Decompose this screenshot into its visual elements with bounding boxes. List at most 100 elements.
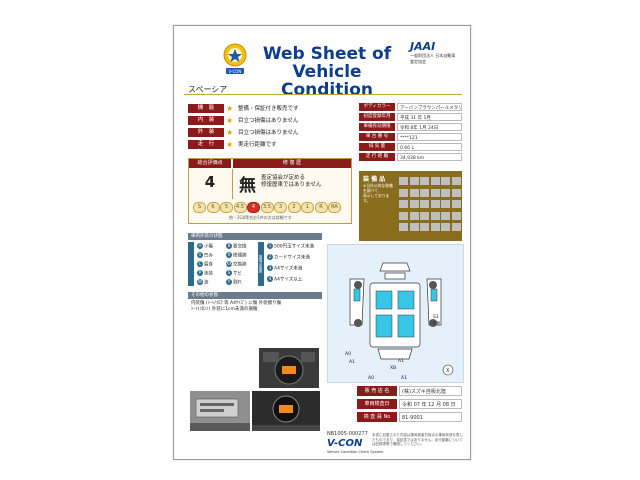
vehicle-damage-diagram: S1 内側 A0 A1 A1 XB A0 A1 X xyxy=(327,244,464,383)
repair-header: 修 復 歴 xyxy=(233,159,351,168)
legend-icon: S xyxy=(226,270,232,276)
spec-row: 走 行 距 離 34,938 km xyxy=(359,153,462,162)
grade-dot-selected: 4 xyxy=(247,202,260,213)
status-label: 機 能 xyxy=(188,104,224,113)
grade-caption: 他・2Gb等合計5件の方は詳細です xyxy=(229,215,292,220)
status-value: 整備・保証付き販売です xyxy=(238,106,299,112)
legend-title: 車両外装の状態 xyxy=(188,233,322,240)
grade-dot: 6 xyxy=(206,202,220,213)
size-label: 500円玉サイズ未満 xyxy=(274,244,314,250)
legend-label: 割れ xyxy=(233,280,242,286)
equipment-cell xyxy=(420,211,429,220)
legend-label: サビ xyxy=(233,271,242,277)
diagram-side-window-l xyxy=(353,288,361,302)
equipment-cell xyxy=(399,200,408,208)
inspector-label: 検 査 員 No xyxy=(357,412,397,422)
star-icon: ★ xyxy=(226,116,234,125)
x-mark-circle xyxy=(442,364,454,376)
legend-icon: P xyxy=(197,270,203,276)
label-s1: S1 xyxy=(433,314,439,320)
legend-label: 修理跡 xyxy=(233,253,247,259)
legend-label: 腐食 xyxy=(204,262,213,268)
repair-kanji: 無 xyxy=(239,176,256,196)
star-icon: ★ xyxy=(226,128,234,137)
grade-dot: 5 xyxy=(220,202,233,213)
equipment-cell xyxy=(430,188,440,197)
grade-dot: 1 xyxy=(301,202,314,213)
meter2-photo-art xyxy=(252,391,320,431)
equipment-cell xyxy=(399,177,408,185)
status-row: 走 行 ★ 実走行距離です xyxy=(188,140,338,150)
other-condition-box: その他の状態 内装傷 (ｼｰﾄ/ﾌﾛｱ 等 A4ｻｲｽﾞ) に傷 外装擦り傷 ｼ… xyxy=(188,292,322,340)
legend-label: 凹み xyxy=(204,253,213,259)
wheel-icon xyxy=(354,319,362,327)
divider xyxy=(184,94,462,95)
equipment-cell xyxy=(441,223,450,231)
size-label: A4サイズ以上 xyxy=(274,277,303,283)
score-divider xyxy=(232,169,233,199)
diagram-hood xyxy=(384,272,406,280)
inspector-row: 検 査 員 No 81-9001 xyxy=(357,412,462,423)
spec-row: 排 気 量 0.66 L xyxy=(359,143,462,152)
spec-row: 車検有効期限 令和 8年 1月 24日 xyxy=(359,123,462,132)
status-value: 目立つ損傷はありません xyxy=(238,118,299,124)
inspection-date-value: 令和 07 年 12 月 08 日 xyxy=(399,399,462,409)
equipment-cell xyxy=(451,188,461,197)
legend-side-label xyxy=(188,242,194,286)
label-a1-left: A1 xyxy=(349,359,355,365)
equipment-cell xyxy=(420,188,429,197)
diagram-left-side xyxy=(349,278,365,326)
size-title: 損傷の程度 xyxy=(258,242,264,286)
equipment-cell xyxy=(451,177,461,185)
grade-dot: R xyxy=(314,202,328,213)
legend-icon: XX xyxy=(226,261,232,267)
plate-photo-art xyxy=(190,391,250,431)
legend-icon: X xyxy=(226,252,232,258)
spec-label: 走 行 距 離 xyxy=(359,153,395,161)
interior-photo-plate xyxy=(190,391,250,431)
equipment-cell xyxy=(441,188,450,197)
equipment-cell xyxy=(399,211,408,220)
equipment-cell xyxy=(441,211,450,220)
inspection-date-row: 車両検査日 令和 07 年 12 月 08 日 xyxy=(357,399,462,410)
other-text-2: ｼｰﾄ(ﾌﾛﾝﾄ) 外装に1cm未満の損傷 xyxy=(191,307,258,312)
size-icon: 1 xyxy=(267,243,273,249)
star-icon: ★ xyxy=(226,104,234,113)
grade-dot: 3 xyxy=(274,202,287,213)
spec-value: ****121 xyxy=(397,133,462,141)
jaai-org-name: 一般財団法人 日本自動車査定協会 xyxy=(410,53,456,64)
grade-dot: 3.5 xyxy=(260,202,274,213)
legend-icon: A xyxy=(197,243,203,249)
score-header: 総合評価点 xyxy=(189,159,231,168)
spec-value: 34,938 km xyxy=(397,153,462,161)
status-row: 外 装 ★ 目立つ損傷はありません xyxy=(188,128,338,138)
diagram-window-rr xyxy=(397,314,415,338)
inspector-value: 81-9001 xyxy=(399,412,462,422)
meter-photo-art xyxy=(259,348,319,388)
label-s1-sub: 内側 xyxy=(433,320,441,325)
dealer-value: (株)スズキ自販北陸 xyxy=(399,386,462,396)
legend-label: 交換跡 xyxy=(233,262,247,268)
legend-icon: U xyxy=(197,252,203,258)
spec-value: 令和 8年 1月 24日 xyxy=(397,123,462,131)
legend-item: XX交換跡 xyxy=(226,261,247,269)
vcon-logo: V-CON xyxy=(327,438,363,449)
equipment-cell xyxy=(399,223,408,231)
equipment-cell xyxy=(451,223,461,231)
emblem-label: V-CON xyxy=(228,69,242,74)
size-label: カードサイズ未満 xyxy=(274,255,310,261)
equipment-cell xyxy=(430,177,440,185)
jaai-logo: JAAI 一般財団法人 日本自動車査定協会 xyxy=(410,40,458,65)
status-label: 走 行 xyxy=(188,140,224,149)
spec-value: アーバンブラウンパールメタリック xyxy=(397,103,462,111)
status-row: 内 装 ★ 目立つ損傷はありません xyxy=(188,116,338,126)
interior-photo-meter xyxy=(259,348,319,388)
grade-dot: 4.5 xyxy=(233,202,247,213)
size-icon: 2 xyxy=(267,254,273,260)
